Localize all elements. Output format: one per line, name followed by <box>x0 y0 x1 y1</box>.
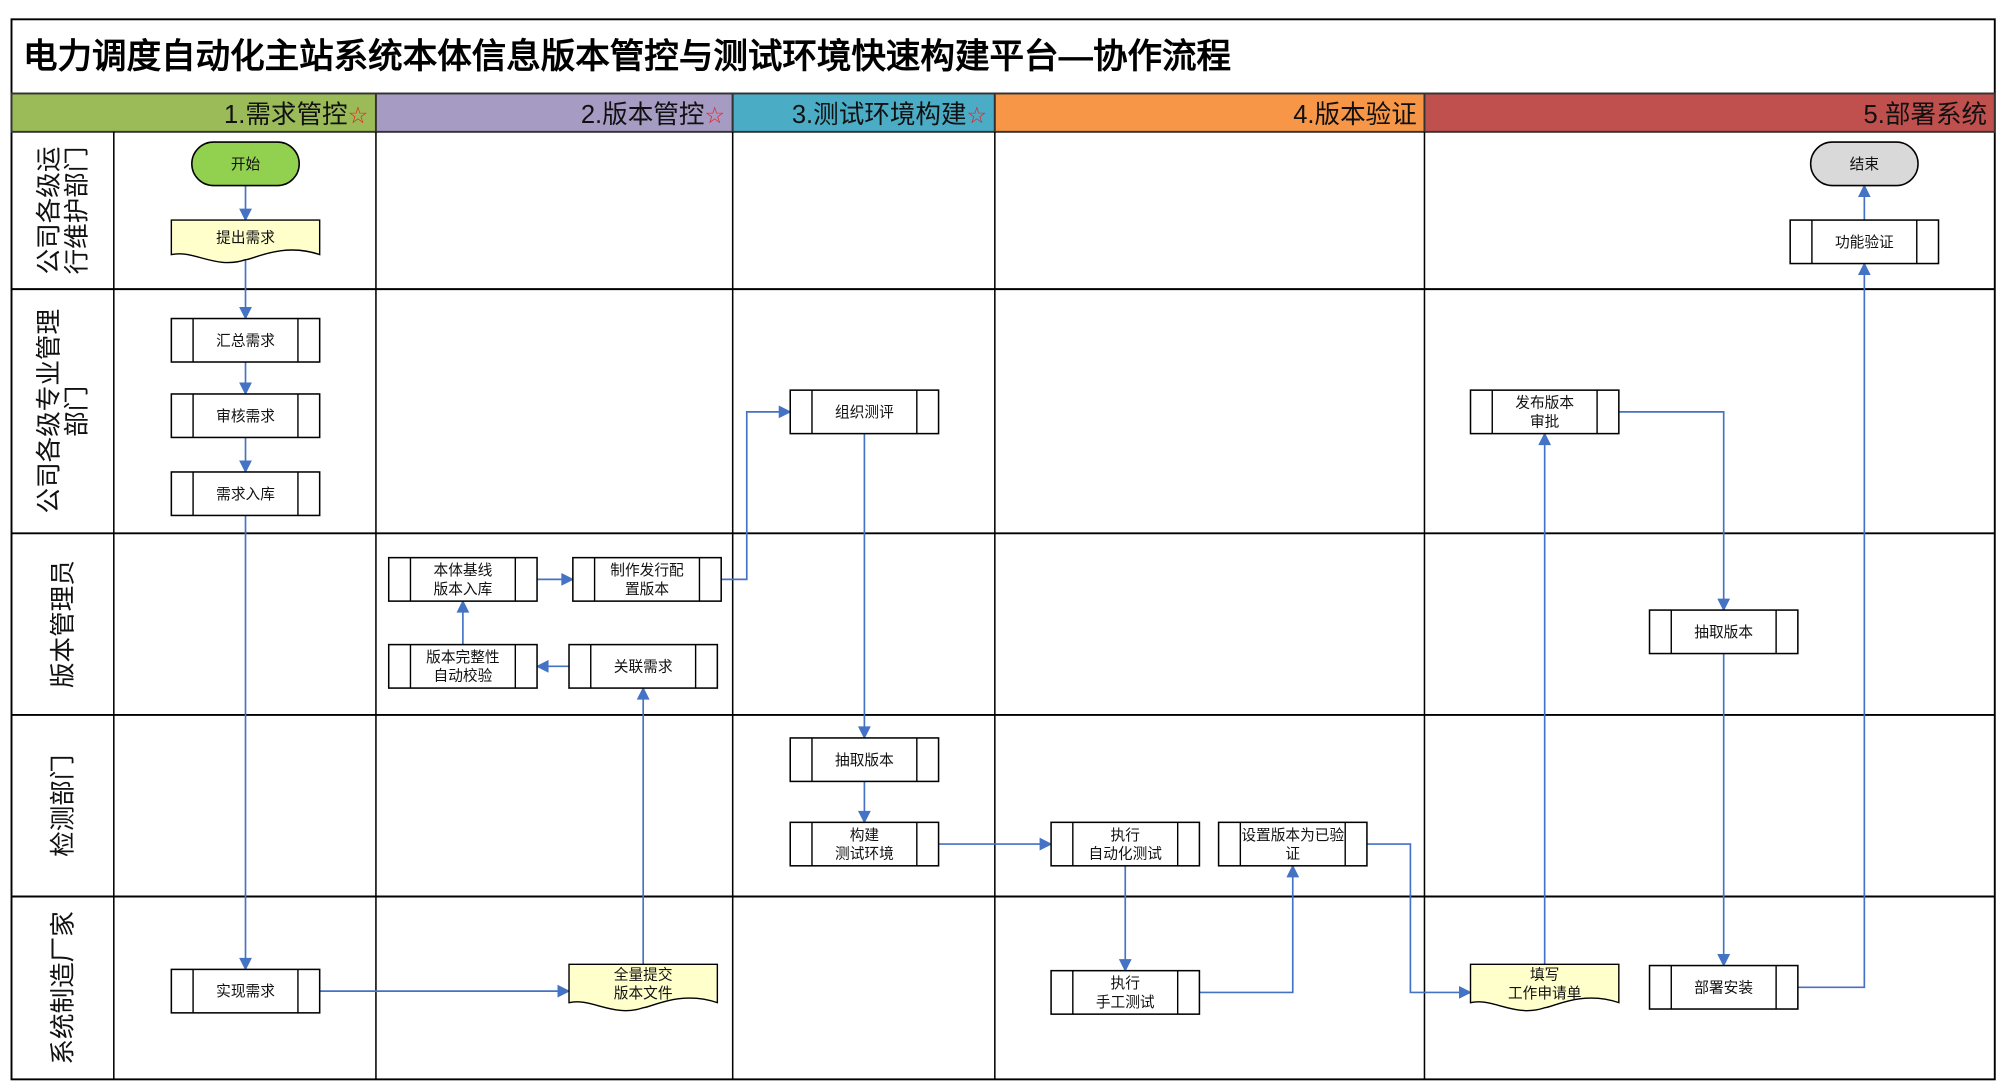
node-label: 全量提交 <box>614 965 673 983</box>
node-label: 关联需求 <box>614 658 673 675</box>
node-organize[interactable]: 组织测评 <box>789 389 940 435</box>
node-label: 开始 <box>231 156 261 173</box>
phase-3: 3.测试环境构建☆ <box>731 92 996 133</box>
node-label: 填写 <box>1530 966 1559 983</box>
phase-label: 5.部署系统 <box>1864 101 1988 129</box>
node-link[interactable]: 关联需求 <box>568 643 719 689</box>
node-label: 置版本 <box>625 581 669 598</box>
arrow-verified-apply <box>1366 843 1472 999</box>
node-label: 需求入库 <box>216 486 275 503</box>
node-label: 自动化测试 <box>1089 845 1163 862</box>
node-label: 组织测评 <box>835 404 894 421</box>
node-label: 制作发行配 <box>610 562 684 579</box>
phase-2: 2.版本管控☆ <box>374 92 734 133</box>
phase-label: 1.需求管控☆ <box>224 101 368 129</box>
diagram-frame: 电力调度自动化主站系统本体信息版本管控与测试环境快速构建平台—协作流程 <box>10 18 1996 1081</box>
node-label: 执行 <box>1111 827 1141 844</box>
node-start[interactable]: 开始 <box>191 141 300 187</box>
node-end[interactable]: 结束 <box>1809 141 1919 187</box>
node-review[interactable]: 审核需求 <box>170 393 321 439</box>
node-label: 提出需求 <box>216 229 275 246</box>
node-funcverify[interactable]: 功能验证 <box>1789 219 1940 265</box>
node-label: 功能验证 <box>1835 234 1894 251</box>
node-label: 工作申请单 <box>1508 985 1581 1002</box>
arrow-approve-extract <box>1618 411 1731 612</box>
node-label: 发布版本 <box>1515 395 1574 412</box>
node-extract1[interactable]: 抽取版本 <box>789 737 940 783</box>
node-label: 自动校验 <box>434 668 493 685</box>
node-collect[interactable]: 汇总需求 <box>170 317 321 363</box>
node-label: 版本入库 <box>434 581 493 598</box>
page-title: 电力调度自动化主站系统本体信息版本管控与测试环境快速构建平台—协作流程 <box>23 37 1231 76</box>
phase-label: 4.版本验证 <box>1293 101 1417 129</box>
node-deploy[interactable]: 部署安装 <box>1648 964 1799 1010</box>
connectors <box>239 184 1871 999</box>
phase-label: 3.测试环境构建☆ <box>792 101 987 129</box>
lane-label: 系统制造厂家 <box>50 911 78 1064</box>
arrow-deploy-funcverify <box>1796 262 1871 989</box>
arrow-release-organize <box>721 405 792 581</box>
node-label: 本体基线 <box>434 562 493 579</box>
star-icon: ☆ <box>967 102 988 128</box>
node-label: 证 <box>1285 845 1300 862</box>
arrow-manual-verified <box>1199 864 1300 994</box>
node-label: 审核需求 <box>216 408 275 425</box>
flow-nodes: 开始提出需求汇总需求审核需求需求入库实现需求本体基线版本入库制作发行配置版本版本… <box>170 141 1940 1015</box>
phase-5: 5.部署系统 <box>1423 92 1996 133</box>
lane-label: 公司各级专业管理部门 <box>36 309 92 514</box>
node-label: 版本完整性 <box>426 649 499 666</box>
node-label: 版本文件 <box>614 985 673 1002</box>
lane-label: 检测部门 <box>50 755 78 857</box>
node-label: 设置版本为已验 <box>1241 827 1344 844</box>
lane-grid <box>11 131 1995 1080</box>
star-icon: ☆ <box>348 102 369 128</box>
node-label: 汇总需求 <box>216 332 275 349</box>
lane-label: 版本管理员 <box>50 560 78 688</box>
node-label: 结束 <box>1850 156 1880 173</box>
node-implement[interactable]: 实现需求 <box>170 968 321 1014</box>
node-label: 抽取版本 <box>835 752 894 769</box>
node-extract2[interactable]: 抽取版本 <box>1648 609 1799 655</box>
node-label: 抽取版本 <box>1694 624 1753 641</box>
node-label: 执行 <box>1111 975 1141 992</box>
star-icon: ☆ <box>704 102 725 128</box>
node-store[interactable]: 需求入库 <box>170 471 321 517</box>
node-label: 部署安装 <box>1694 979 1753 996</box>
node-label: 实现需求 <box>216 983 275 1000</box>
lane-label: 公司各级运行维护部门 <box>36 147 92 275</box>
node-label: 构建 <box>850 827 880 844</box>
phase-4: 4.版本验证 <box>993 92 1426 133</box>
phase-label: 2.版本管控☆ <box>581 101 725 129</box>
phase-1: 1.需求管控☆ <box>10 92 377 133</box>
node-label: 测试环境 <box>835 844 894 862</box>
node-label: 手工测试 <box>1096 994 1155 1011</box>
phase-header: 1.需求管控☆ 2.版本管控☆ 3.测试环境构建☆ 4.版本验证 5.部署系统 <box>10 92 1996 133</box>
node-raise[interactable]: 提出需求 <box>170 219 321 264</box>
node-label: 审批 <box>1530 413 1560 430</box>
